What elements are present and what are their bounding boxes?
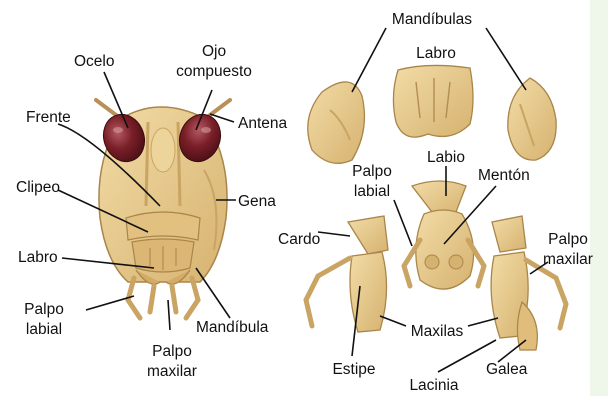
- label-lacinia: Lacinia: [409, 377, 458, 394]
- leader-mandibulas-right: [486, 28, 526, 90]
- label-labio: Labio: [427, 149, 465, 166]
- label-maxilas: Maxilas: [411, 323, 464, 340]
- label-clipeo: Clipeo: [16, 179, 60, 196]
- label-gena: Gena: [238, 193, 276, 210]
- leader-palpo-maxilar-head: [168, 300, 170, 330]
- label-menton: Mentón: [478, 167, 530, 184]
- maxillary-palp-left-part: [306, 258, 350, 326]
- maxillary-palp-right-shape: [172, 286, 176, 312]
- maxilla-right-cardo: [492, 216, 526, 252]
- label-mandibula: Mandíbula: [196, 319, 269, 336]
- label-cardo: Cardo: [278, 231, 320, 248]
- label-estipe: Estipe: [332, 361, 375, 378]
- label-ojo-line2: compuesto: [176, 63, 252, 80]
- mouthparts-illustration: [306, 65, 566, 350]
- label-galea: Galea: [486, 361, 528, 378]
- label-palpo-labial-head-line1: Palpo: [24, 301, 64, 318]
- mandible-left-part: [308, 82, 365, 163]
- eye-highlight-left: [113, 127, 123, 133]
- labrum-part: [393, 65, 473, 137]
- eye-highlight-right: [201, 127, 211, 133]
- label-mandibulas: Mandíbulas: [392, 11, 472, 28]
- maxilla-right-galea: [517, 302, 537, 350]
- label-palpo-maxilar-parts-line1: Palpo: [548, 231, 588, 248]
- label-palpo-labial-head-line2: labial: [26, 321, 62, 338]
- leader-maxilas-left: [380, 316, 406, 326]
- labium-lobe-right: [449, 255, 463, 269]
- label-labro-parts: Labro: [416, 45, 456, 62]
- label-palpo-maxilar-parts-line2: maxilar: [543, 251, 593, 268]
- leader-maxilas-right: [468, 318, 498, 326]
- label-palpo-labial-parts-line2: labial: [354, 183, 390, 200]
- leader-mandibula: [196, 268, 230, 318]
- label-ocelo: Ocelo: [74, 53, 115, 70]
- clypeus-plate: [126, 212, 200, 240]
- labium-lobe-left: [425, 255, 439, 269]
- leader-mandibulas-left: [352, 28, 386, 92]
- label-frente: Frente: [26, 109, 71, 126]
- labial-palp-right-shape: [186, 278, 198, 318]
- leader-galea: [498, 340, 526, 362]
- label-palpo-labial-parts-line1: Palpo: [352, 163, 392, 180]
- label-ojo-line1: Ojo: [202, 43, 226, 60]
- leader-palpo-labial-head: [86, 296, 134, 310]
- edge-tint: [590, 0, 608, 396]
- head-illustration: [96, 100, 230, 318]
- label-antena: Antena: [238, 115, 288, 132]
- frons-bulge: [151, 128, 175, 172]
- label-palpo-maxilar-head-line2: maxilar: [147, 363, 197, 380]
- label-palpo-maxilar-head-line1: Palpo: [152, 343, 192, 360]
- maxilla-left-cardo: [348, 216, 388, 254]
- leader-cardo: [318, 232, 350, 236]
- label-labro-head: Labro: [18, 249, 58, 266]
- leader-palpo-labial-parts: [394, 200, 412, 246]
- mandible-right-part: [508, 78, 556, 160]
- maxillary-palp-left-shape: [150, 286, 154, 312]
